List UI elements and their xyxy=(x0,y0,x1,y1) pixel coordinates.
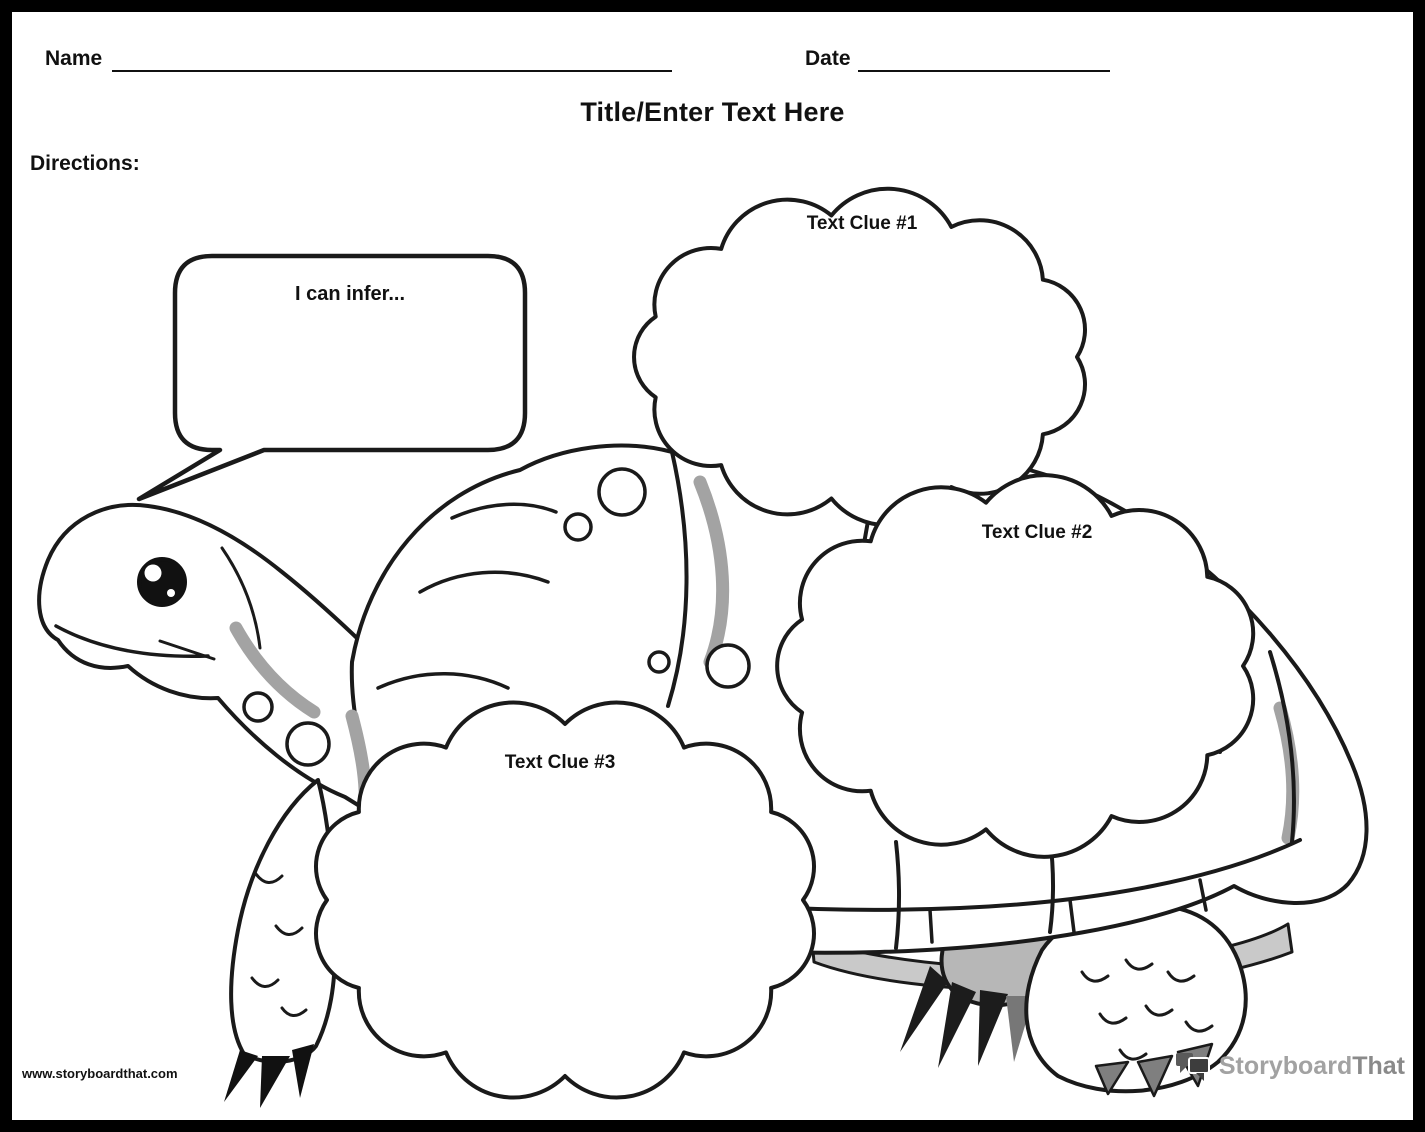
storyboardthat-logo: StoryboardThat xyxy=(1174,1050,1405,1083)
cloud-label-2[interactable]: Text Clue #2 xyxy=(981,522,1093,543)
date-label: Date xyxy=(805,47,851,70)
thought-cloud-3[interactable] xyxy=(314,700,816,1100)
worksheet-title[interactable]: Title/Enter Text Here xyxy=(580,97,845,127)
turtle-eye xyxy=(137,557,187,607)
name-input-line[interactable] xyxy=(112,70,672,72)
brand-that: That xyxy=(1352,1052,1405,1080)
cloud-label-3[interactable]: Text Clue #3 xyxy=(504,752,616,773)
website-url: www.storyboardthat.com xyxy=(22,1066,178,1081)
thought-cloud-2[interactable] xyxy=(775,473,1256,859)
date-input-line[interactable] xyxy=(858,70,1110,72)
brand-storyboard: Storyboard xyxy=(1218,1052,1353,1080)
speech-bubble[interactable] xyxy=(136,253,528,502)
cloud-label-1[interactable]: Text Clue #1 xyxy=(806,213,918,234)
name-label: Name xyxy=(45,47,103,70)
directions-label[interactable]: Directions: xyxy=(30,152,140,175)
speech-bubbles-icon xyxy=(1175,1053,1210,1081)
speech-bubble-label[interactable]: I can infer... xyxy=(294,283,406,305)
